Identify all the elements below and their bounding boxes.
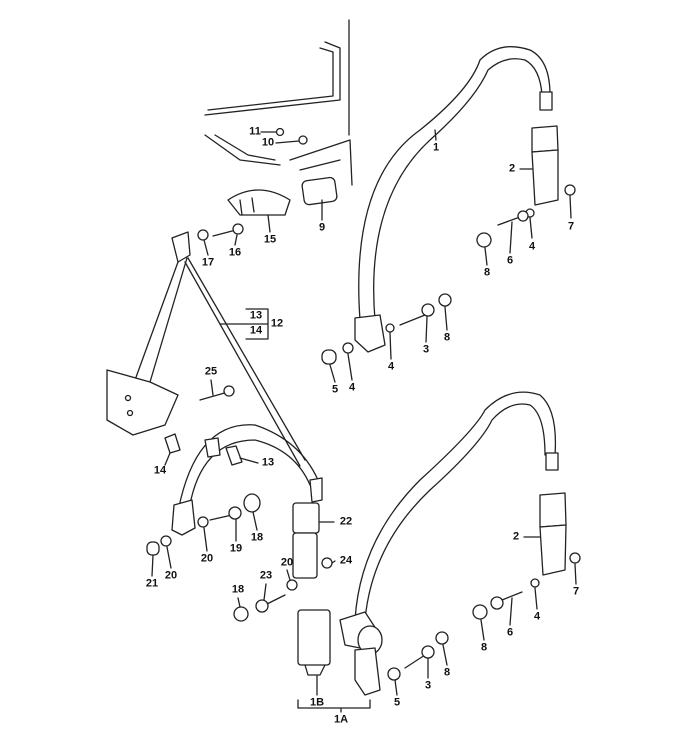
callout-7: 7 <box>567 220 575 233</box>
callout-4: 4 <box>387 360 395 373</box>
callout-20: 20 <box>280 556 294 569</box>
callout-5: 5 <box>331 383 339 396</box>
callout-25: 25 <box>204 365 218 378</box>
callout-2: 2 <box>508 162 516 175</box>
callout-15: 15 <box>263 233 277 246</box>
callout-23: 23 <box>259 569 273 582</box>
callout-9: 9 <box>318 221 326 234</box>
callout-8: 8 <box>443 666 451 679</box>
callout-4: 4 <box>528 240 536 253</box>
upper-hardware <box>197 127 338 241</box>
callout-18: 18 <box>231 583 245 596</box>
callout-4: 4 <box>348 381 356 394</box>
callout-20: 20 <box>164 569 178 582</box>
callout-13: 13 <box>249 309 263 322</box>
callout-8: 8 <box>443 331 451 344</box>
callout-7: 7 <box>572 585 580 598</box>
callout-17: 17 <box>201 256 215 269</box>
callout-14: 14 <box>249 324 263 337</box>
callout-18: 18 <box>250 531 264 544</box>
callout-3: 3 <box>422 343 430 356</box>
callout-10: 10 <box>261 136 275 149</box>
callout-1a: 1A <box>333 713 349 726</box>
callout-1: 1 <box>432 141 440 154</box>
middle-hardware <box>146 385 333 676</box>
callout-6: 6 <box>506 254 514 267</box>
door-frame <box>204 19 353 186</box>
callout-20: 20 <box>200 552 214 565</box>
callout-13: 13 <box>261 456 275 469</box>
callout-21: 21 <box>145 577 159 590</box>
callout-14: 14 <box>153 464 167 477</box>
callout-12: 12 <box>270 317 284 330</box>
upper-right-belt <box>321 46 576 365</box>
callout-22: 22 <box>339 515 353 528</box>
callout-8: 8 <box>480 641 488 654</box>
front-belt-left <box>106 231 323 536</box>
callout-16: 16 <box>228 246 242 259</box>
callout-5: 5 <box>393 696 401 709</box>
callout-4: 4 <box>533 610 541 623</box>
callout-8: 8 <box>483 266 491 279</box>
callout-1b: 1B <box>309 696 325 709</box>
callout-3: 3 <box>424 679 432 692</box>
callout-19: 19 <box>229 542 243 555</box>
callout-6: 6 <box>506 626 514 639</box>
callout-24: 24 <box>339 554 353 567</box>
callout-2: 2 <box>512 530 520 543</box>
callout-11: 11 <box>249 125 261 138</box>
lower-right-belt <box>339 391 581 696</box>
leader-lines <box>151 129 577 713</box>
